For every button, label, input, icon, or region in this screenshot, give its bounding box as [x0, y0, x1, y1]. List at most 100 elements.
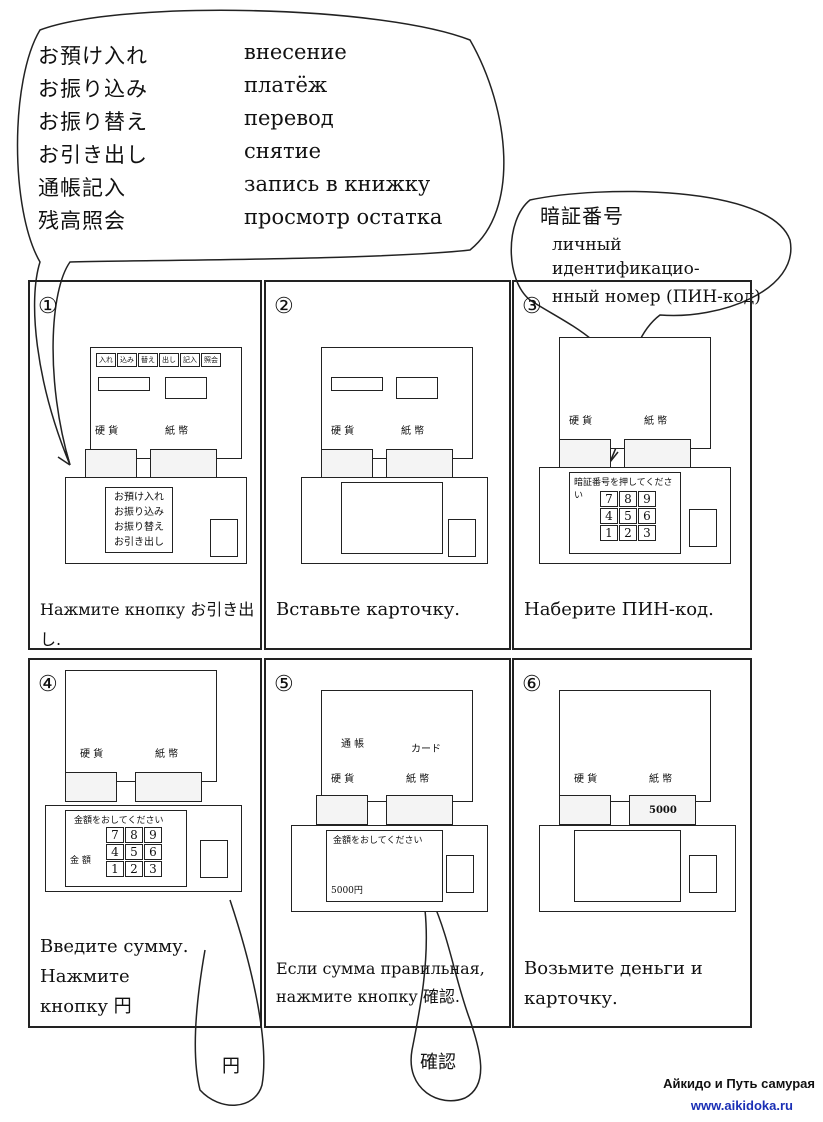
bills-label: 紙 幣 [649, 774, 673, 785]
glossary-jp: お振り込み [38, 77, 148, 101]
step-number: ④ [38, 672, 58, 697]
key[interactable]: 5 [125, 844, 143, 860]
pin-prompt: 暗証番号を押してください [574, 478, 673, 501]
card-slot [396, 377, 438, 399]
panel-step-6: ⑥ 硬 貨 紙 幣 5000 Возьмите деньги и карточк… [512, 658, 752, 1028]
key[interactable]: 4 [106, 844, 124, 860]
key[interactable]: 5 [619, 508, 637, 524]
coins-label: 硬 貨 [331, 426, 355, 437]
glossary: お預け入れ внесение お振り込み платёж お振り替え перево… [38, 40, 478, 238]
cash-notes[interactable]: 5000 [649, 805, 677, 816]
card-label: カード [411, 744, 441, 755]
glossary-row: お引き出し снятие [38, 139, 478, 172]
menu-item[interactable]: お振り替え [114, 522, 164, 533]
step-caption: Вставьте карточку. [276, 599, 461, 620]
step-number: ② [274, 294, 294, 319]
key[interactable]: 1 [106, 861, 124, 877]
pin-note-ru-1: личный идентификацио- [552, 235, 700, 279]
glossary-ru: запись в книжку [244, 172, 431, 196]
glossary-jp: 通帳記入 [38, 176, 126, 200]
amount-label: 金 額 [70, 856, 91, 866]
bills-label: 紙 幣 [155, 749, 179, 760]
atm-illustration: 硬 貨 紙 幣 金額をおしてください 金 額 7 8 9 4 5 6 1 2 3 [45, 670, 245, 895]
bill-tray [135, 772, 202, 802]
coin-tray [85, 449, 137, 479]
card-reader-pad [689, 509, 717, 547]
atm-illustration: 硬 貨 紙 幣 暗証番号を押してください 7 8 9 4 5 6 1 2 3 [539, 337, 734, 567]
atm-illustration: 入れ込み替え出し記入照会 硬 貨 紙 幣 お預け入れ お振り込み お振り替え お… [60, 337, 247, 567]
glossary-jp: お預け入れ [38, 44, 148, 68]
atm-upper-panel [65, 670, 217, 782]
key[interactable]: 7 [600, 491, 618, 507]
glossary-jp: お振り替え [38, 110, 148, 134]
card-reader-pad [446, 855, 474, 893]
passbook-slot [331, 377, 383, 391]
menu-item[interactable]: お引き出し [114, 537, 164, 548]
panel-step-1: ① 入れ込み替え出し記入照会 硬 貨 紙 幣 お預け入れ お振り込み お振り替え… [28, 280, 262, 650]
coins-label: 硬 貨 [95, 426, 119, 437]
key[interactable]: 9 [144, 827, 162, 843]
amount-prompt: 金額をおしてください [333, 836, 423, 846]
key[interactable]: 4 [600, 508, 618, 524]
glossary-ru: просмотр остатка [244, 205, 443, 229]
pin-note-jp: 暗証番号 [540, 204, 624, 228]
pin-note-ru-2: нный номер (ПИН-код) [552, 287, 761, 307]
amount-prompt: 金額をおしてください [74, 816, 164, 826]
footer-link[interactable]: www.aikidoka.ru [690, 1098, 793, 1113]
yen-bubble-label: 円 [222, 1056, 240, 1077]
key[interactable]: 8 [125, 827, 143, 843]
step-caption: Нажмите кнопку お引き出し. [40, 600, 255, 649]
panel-step-2: ② 硬 貨 紙 幣 Вставьте карточку. [264, 280, 511, 650]
atm-upper-panel [321, 347, 473, 459]
pin-keypad: 7 8 9 4 5 6 1 2 3 [600, 491, 656, 541]
atm-illustration: 硬 貨 紙 幣 5000 [539, 690, 739, 915]
step-caption: нажмите кнопку 確認. [276, 987, 460, 1006]
step-number: ⑥ [522, 672, 542, 697]
passbook-slot [98, 377, 150, 391]
bills-label: 紙 幣 [401, 426, 425, 437]
bills-label: 紙 幣 [165, 426, 189, 437]
step-caption: Введите сумму. [40, 936, 189, 957]
step-caption: Нажмите [40, 966, 130, 987]
card-reader-pad [448, 519, 476, 557]
step-caption: Если сумма правильная, [276, 959, 485, 978]
amount-entry-screen: 金額をおしてください 5000円 [326, 830, 443, 902]
atm-illustration: 硬 貨 紙 幣 [296, 337, 491, 567]
key[interactable]: 6 [144, 844, 162, 860]
step-number: ③ [522, 294, 542, 319]
glossary-ru: снятие [244, 139, 322, 163]
menu-item[interactable]: お預け入れ [114, 492, 164, 503]
key[interactable]: 8 [619, 491, 637, 507]
panel-step-4: ④ 硬 貨 紙 幣 金額をおしてください 金 額 7 8 9 4 5 6 1 2… [28, 658, 262, 1028]
bill-tray [386, 795, 453, 825]
card-reader-pad [200, 840, 228, 878]
panel-step-3: ③ 硬 貨 紙 幣 暗証番号を押してください 7 8 9 4 5 6 1 2 3… [512, 280, 752, 650]
step-caption: кнопку 円 [40, 996, 132, 1017]
key[interactable]: 2 [619, 525, 637, 541]
key[interactable]: 6 [638, 508, 656, 524]
key[interactable]: 1 [600, 525, 618, 541]
atm-touchscreen [574, 830, 681, 902]
key[interactable]: 7 [106, 827, 124, 843]
glossary-row: お預け入れ внесение [38, 40, 478, 73]
step-number: ① [38, 294, 58, 319]
coins-label: 硬 貨 [331, 774, 355, 785]
bills-label: 紙 幣 [644, 416, 668, 427]
confirm-bubble-label: 確認 [420, 1052, 456, 1073]
key[interactable]: 2 [125, 861, 143, 877]
key[interactable]: 3 [638, 525, 656, 541]
card-slot [165, 377, 207, 399]
step-number: ⑤ [274, 672, 294, 697]
glossary-jp: 残高照会 [38, 209, 126, 233]
atm-upper-panel [559, 690, 711, 802]
glossary-ru: платёж [244, 73, 328, 97]
atm-upper-panel [559, 337, 711, 449]
key[interactable]: 9 [638, 491, 656, 507]
coins-label: 硬 貨 [574, 774, 598, 785]
step-caption: Возьмите деньги и [524, 958, 703, 979]
key[interactable]: 3 [144, 861, 162, 877]
menu-item[interactable]: お振り込み [114, 507, 164, 518]
amount-value: 5000円 [331, 886, 363, 896]
footer-title: Айкидо и Путь самурая [663, 1076, 815, 1091]
coin-tray [559, 795, 611, 825]
